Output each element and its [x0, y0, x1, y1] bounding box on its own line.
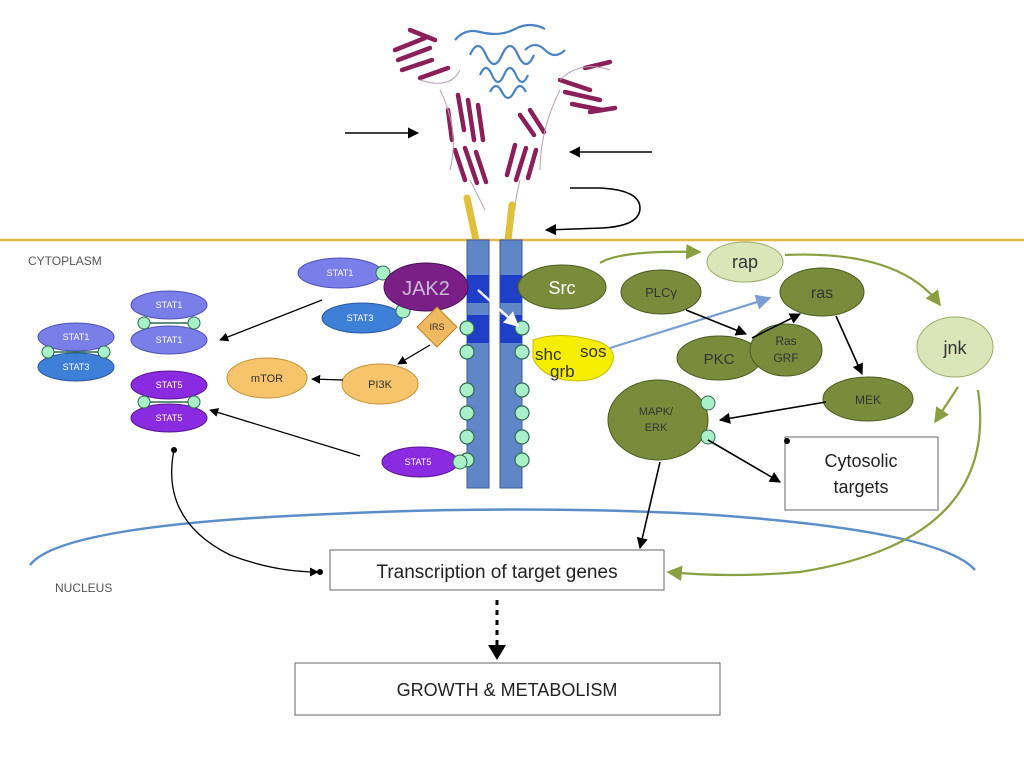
rap-node: [706, 241, 784, 283]
rap-label: rap: [732, 252, 758, 272]
stat5-dimer-top: [130, 370, 208, 400]
stat5-dimer-top-label: STAT5: [156, 380, 183, 390]
stat1-het-label: STAT1: [63, 332, 90, 342]
right-pathway-arrows: [636, 309, 863, 550]
transcription-label: Transcription of target genes: [376, 562, 617, 583]
stat3-label: STAT3: [347, 313, 374, 323]
receptor-intracellular-domain: [466, 239, 523, 489]
growth-hormone-receptor-structure: [392, 23, 618, 244]
mapk-erk-node: [607, 379, 709, 461]
white-phospho-arrow: [477, 289, 520, 328]
mtor-node: [226, 357, 308, 399]
dotted-arrow: [488, 600, 506, 660]
left-pathway-arrows: [171, 299, 431, 577]
growth-metabolism-label: GROWTH & METABOLISM: [397, 680, 618, 700]
jnk-node: [916, 316, 994, 378]
ras-grf-label-1: Ras: [775, 334, 796, 348]
ras-label: ras: [811, 285, 833, 302]
stat1-dimer-bottom-label: STAT1: [156, 335, 183, 345]
blue-arrow-to-ras: [609, 294, 772, 350]
growth-metabolism-box: [294, 662, 721, 716]
src-label: Src: [549, 278, 576, 298]
src-node: [517, 264, 607, 310]
ras-grf-node: [749, 323, 823, 377]
pi3k-node: [341, 363, 419, 405]
ras-node: [779, 267, 865, 317]
stat1-dimer-bottom: [130, 325, 208, 355]
jak2-node: [383, 262, 469, 312]
stat1-label: STAT1: [327, 268, 354, 278]
mek-node: [822, 376, 914, 422]
jnk-label: jnk: [942, 338, 967, 358]
stat1-site: [375, 265, 391, 281]
pkc-label: PKC: [704, 351, 735, 368]
mapk-label-1: MAPK/: [639, 406, 674, 418]
green-pathway-arrows: [599, 243, 982, 581]
stat5-single-label: STAT5: [405, 457, 432, 467]
stat3-het-label: STAT3: [63, 362, 90, 372]
nuclear-envelope: [29, 508, 976, 571]
sos-label: sos: [580, 342, 606, 361]
stat1-dimer-top-label: STAT1: [156, 300, 183, 310]
stat1-dimer-top: [130, 290, 208, 320]
structure-pointer-arrows: [345, 127, 652, 236]
nucleus-label: NUCLEUS: [55, 581, 112, 595]
transcription-box: [329, 549, 665, 591]
cytosolic-targets-box: [784, 436, 939, 511]
ras-grf-label-2: GRF: [773, 351, 798, 365]
pi3k-label: PI3K: [368, 379, 393, 391]
plcg-label: PLCγ: [645, 285, 677, 300]
stat1-het-node: [37, 322, 115, 352]
stat5-dimer-bottom-label: STAT5: [156, 413, 183, 423]
irs-label: IRS: [429, 322, 444, 332]
grb-label: grb: [550, 362, 575, 381]
plcg-node: [620, 269, 702, 315]
cytosolic-label-2: targets: [833, 477, 888, 497]
mek-label: MEK: [855, 393, 881, 407]
stat5-dimer-bottom: [130, 403, 208, 433]
stat3-het-node: [37, 352, 115, 382]
mtor-label: mTOR: [251, 373, 283, 385]
cytoplasm-label: CYTOPLASM: [28, 254, 102, 268]
jak2-label: JAK2: [402, 278, 450, 300]
shc-grb-sos-complex: shc grb sos: [532, 334, 614, 382]
shc-label: shc: [535, 345, 562, 364]
irs-node: [416, 306, 458, 348]
cytosolic-label-1: Cytosolic: [824, 451, 897, 471]
pointer-arrow-curved: [544, 187, 641, 236]
mapk-label-2: ERK: [645, 422, 668, 434]
